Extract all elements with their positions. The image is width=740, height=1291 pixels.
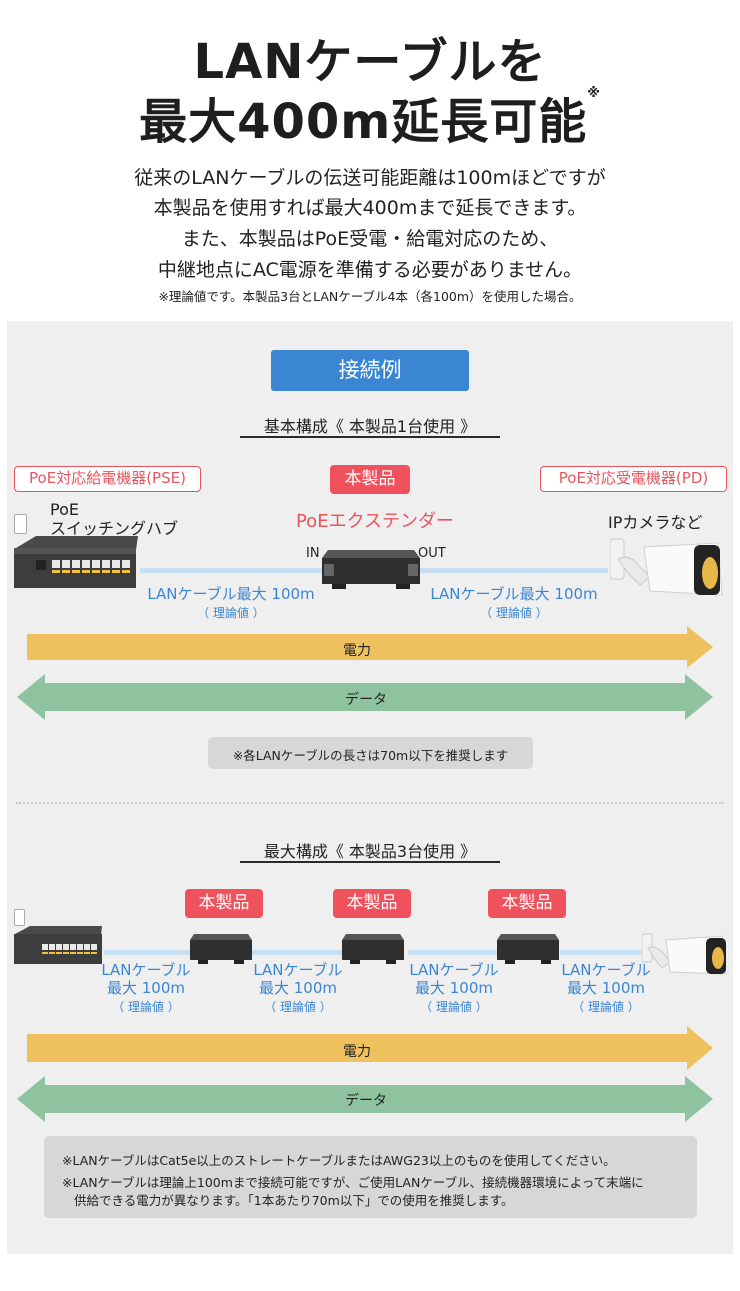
max-cable-2-label: LANケーブル bbox=[253, 961, 343, 979]
wall-outlet-icon bbox=[14, 514, 27, 534]
switch-label-1: PoE bbox=[50, 500, 79, 519]
poe-extender-icon-3 bbox=[497, 934, 559, 964]
max-config-title: 最大構成《 本製品3台使用 》 bbox=[263, 842, 477, 861]
theory-note: ※理論値です。本製品3台とLANケーブル4本（各100m）を使用した場合。 bbox=[158, 289, 582, 304]
max-cable-2-length: 最大 100m bbox=[258, 979, 337, 997]
tag-pd: PoE対応受電機器(PD) bbox=[540, 466, 727, 492]
max-data-label: データ bbox=[345, 1093, 387, 1109]
in-port-label: IN bbox=[306, 546, 320, 561]
cable-left bbox=[140, 568, 322, 573]
max-cable-4-sub: （ 理論値 ） bbox=[572, 1000, 640, 1014]
max-cable-3-label: LANケーブル bbox=[409, 961, 499, 979]
power-arrow bbox=[27, 626, 713, 668]
max-config-underline bbox=[240, 861, 500, 863]
page-title-line-1: LANケーブルを bbox=[193, 34, 547, 90]
cable-right-sub: （ 理論値 ） bbox=[480, 606, 548, 620]
tag-product-1: 本製品 bbox=[185, 889, 263, 918]
max-cable-4 bbox=[560, 950, 644, 955]
lead-line-4: 中継地点にAC電源を準備する必要がありません。 bbox=[157, 259, 583, 281]
basic-note-box bbox=[208, 737, 533, 769]
ip-camera-icon bbox=[610, 538, 723, 596]
poe-extender-icon bbox=[322, 550, 420, 589]
max-power-label: 電力 bbox=[343, 1044, 371, 1060]
cable-left-label: LANケーブル最大 100m bbox=[147, 585, 315, 603]
max-data-arrow bbox=[17, 1076, 713, 1122]
lead-line-3: また、本製品はPoE受電・給電対応のため、 bbox=[181, 228, 559, 250]
max-cable-4-label: LANケーブル bbox=[561, 961, 651, 979]
basic-config-title: 基本構成《 本製品1台使用 》 bbox=[263, 417, 477, 436]
max-cable-3-sub: （ 理論値 ） bbox=[420, 1000, 488, 1014]
max-note-3: 供給できる電力が異なります。「1本あたり70m以下」での使用を推奨します。 bbox=[74, 1193, 514, 1208]
connection-example-badge: 接続例 bbox=[271, 350, 469, 391]
lead-line-2: 本製品を使用すれば最大400mまで延長できます。 bbox=[153, 197, 587, 219]
title-text: 最大400m延長可能 bbox=[139, 94, 588, 150]
poe-switch-icon bbox=[14, 536, 138, 588]
switch-label-2: スイッチングハブ bbox=[50, 519, 179, 538]
out-port-label: OUT bbox=[418, 546, 446, 561]
ip-camera-icon bbox=[642, 933, 727, 975]
basic-note: ※各LANケーブルの長さは70m以下を推奨します bbox=[232, 748, 509, 763]
data-arrow bbox=[17, 674, 713, 720]
section-divider bbox=[16, 802, 724, 804]
cable-left-sub: （ 理論値 ） bbox=[197, 606, 265, 620]
cable-right-label: LANケーブル最大 100m bbox=[430, 585, 598, 603]
max-cable-3-length: 最大 100m bbox=[414, 979, 493, 997]
max-note-box bbox=[44, 1136, 697, 1218]
max-cable-1-sub: （ 理論値 ） bbox=[112, 1000, 180, 1014]
max-cable-2 bbox=[252, 950, 342, 955]
tag-product-2: 本製品 bbox=[333, 889, 411, 918]
cable-right bbox=[420, 568, 608, 573]
tag-pse: PoE対応給電機器(PSE) bbox=[14, 466, 201, 492]
basic-config-underline bbox=[240, 436, 500, 438]
data-label: データ bbox=[345, 692, 387, 708]
poe-switch-icon bbox=[14, 926, 102, 964]
wall-outlet-icon bbox=[14, 909, 25, 926]
max-note-2: ※LANケーブルは理論上100mまで接続可能ですが、ご使用LANケーブル、接続機… bbox=[62, 1175, 644, 1190]
extender-label: PoEエクステンダー bbox=[295, 511, 455, 532]
poe-extender-icon-2 bbox=[342, 934, 404, 964]
max-cable-3 bbox=[408, 950, 498, 955]
camera-label: IPカメラなど bbox=[608, 513, 703, 532]
title-footnote-mark: ※ bbox=[587, 86, 601, 101]
tag-product-3: 本製品 bbox=[488, 889, 566, 918]
max-cable-1 bbox=[104, 950, 190, 955]
tag-product: 本製品 bbox=[330, 465, 410, 494]
max-cable-4-length: 最大 100m bbox=[566, 979, 645, 997]
max-cable-2-sub: （ 理論値 ） bbox=[264, 1000, 332, 1014]
max-power-arrow bbox=[27, 1026, 713, 1070]
max-cable-1-label: LANケーブル bbox=[101, 961, 191, 979]
lead-line-1: 従来のLANケーブルの伝送可能距離は100mほどですが bbox=[134, 167, 606, 189]
max-cable-1-length: 最大 100m bbox=[106, 979, 185, 997]
power-label: 電力 bbox=[343, 643, 371, 659]
poe-extender-icon-1 bbox=[190, 934, 252, 964]
max-note-1: ※LANケーブルはCat5e以上のストレートケーブルまたはAWG23以上のものを… bbox=[62, 1153, 616, 1168]
page-title-line-2: 最大400m延長可能※ bbox=[0, 82, 740, 152]
